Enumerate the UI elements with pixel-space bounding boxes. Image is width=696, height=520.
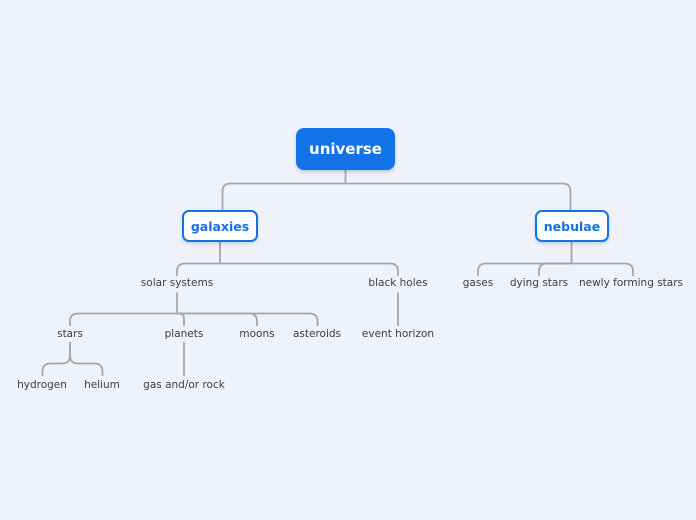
node-stars[interactable]: stars [57, 327, 83, 340]
node-gas-and-or-rock[interactable]: gas and/or rock [143, 378, 225, 391]
node-solar-systems[interactable]: solar systems [140, 277, 214, 289]
node-black-holes[interactable]: black holes [368, 277, 428, 289]
node-galaxies[interactable]: galaxies [182, 210, 258, 242]
node-event-horizon[interactable]: event horizon [361, 327, 435, 340]
connector-solar-systems-children [69, 292, 319, 326]
node-asteroids[interactable]: asteroids [292, 327, 342, 340]
connector-nebulae-children [477, 241, 634, 276]
node-planets[interactable]: planets [164, 327, 204, 340]
node-hydrogen[interactable]: hydrogen [17, 378, 67, 391]
connector-universe-children [221, 169, 572, 211]
node-newly-forming-stars[interactable]: newly forming stars [578, 277, 684, 289]
node-helium[interactable]: helium [84, 378, 120, 391]
node-moons[interactable]: moons [239, 327, 275, 340]
connector-galaxies-children [176, 241, 399, 276]
node-gases[interactable]: gases [462, 277, 494, 289]
node-universe[interactable]: universe [296, 128, 395, 170]
connector-stars-children [41, 342, 104, 376]
node-nebulae[interactable]: nebulae [535, 210, 609, 242]
node-dying-stars[interactable]: dying stars [509, 277, 569, 289]
